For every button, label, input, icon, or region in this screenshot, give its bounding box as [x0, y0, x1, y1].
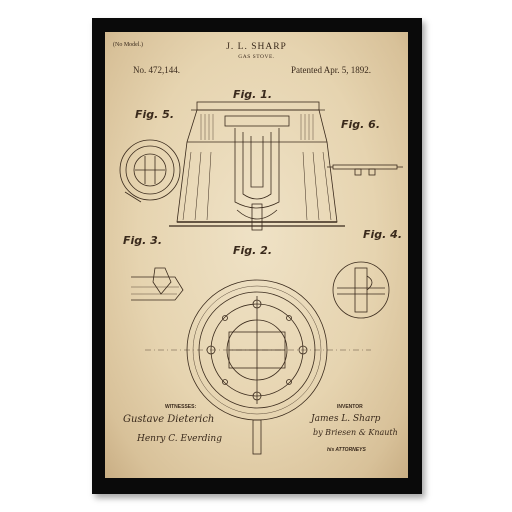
patent-date: Patented Apr. 5, 1892.	[291, 65, 371, 75]
patent-number: No. 472,144.	[133, 65, 180, 75]
fig4-label: Fig. 4.	[363, 228, 402, 241]
fig1-label: Fig. 1.	[233, 88, 272, 101]
fig2-label: Fig. 2.	[233, 244, 272, 257]
attorneys-label: his ATTORNEYS	[327, 447, 366, 453]
fig3-drawing	[131, 267, 184, 301]
fig5-drawing	[119, 139, 181, 203]
inventor-name: J. L. SHARP	[226, 42, 287, 52]
fig1-drawing	[169, 101, 345, 231]
patent-print: (No Model.) J. L. SHARP GAS STOVE. No. 4…	[105, 32, 408, 478]
witness-signature-2: Henry C. Everding	[137, 434, 222, 444]
fig3-label: Fig. 3.	[123, 234, 162, 247]
witnesses-label: WITNESSES:	[165, 404, 197, 410]
fig4-drawing	[332, 261, 390, 319]
invention-title: GAS STOVE.	[238, 54, 275, 60]
witness-signature-1: Gustave Dieterich	[123, 414, 215, 425]
picture-frame: (No Model.) J. L. SHARP GAS STOVE. No. 4…	[92, 18, 422, 494]
fig5-label: Fig. 5.	[135, 108, 174, 121]
patent-drawings	[119, 101, 403, 455]
model-note: (No Model.)	[113, 42, 143, 48]
fig6-drawing	[327, 164, 403, 176]
fig6-label: Fig. 6.	[341, 118, 380, 131]
inventor-signature: James L. Sharp	[311, 414, 381, 424]
inventor-label: INVENTOR	[337, 404, 363, 410]
fig2-drawing	[145, 279, 371, 455]
attorney-signature: by Briesen & Knauth	[313, 428, 398, 437]
